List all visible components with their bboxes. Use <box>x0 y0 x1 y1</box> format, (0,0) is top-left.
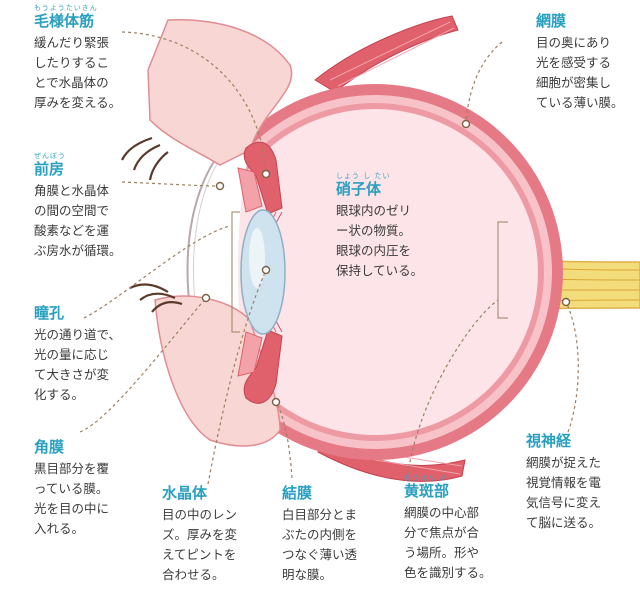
lower-eyelashes <box>129 283 183 313</box>
vitreous-body <box>212 109 538 435</box>
leader-dots <box>201 119 571 407</box>
label-cornea: 角膜 黒目部分を覆 っている膜。 光を目の中に 入れる。 <box>34 438 109 539</box>
desc-cornea: 黒目部分を覆 っている膜。 光を目の中に 入れる。 <box>34 461 110 536</box>
title-optic-nerve: 視神経 <box>526 432 572 450</box>
label-conjunctiva: 結膜 白目部分とま ぶたの内側を つなぐ薄い透 明な膜。 <box>282 484 357 585</box>
leader-conj <box>275 401 293 479</box>
upper-extraocular-muscle <box>314 15 459 93</box>
title-cornea: 角膜 <box>34 438 65 456</box>
ruby-macula: おうはん ぶ <box>404 474 448 482</box>
label-pupil: 瞳孔 光の通り道で、 光の量に応じ て大きさが変 化する。 <box>34 304 121 405</box>
desc-vitreous-body: 眼球内のゼリ ー状の物質。 眼球の内圧を 保持している。 <box>336 203 424 278</box>
title-ciliary-muscle: 毛様体筋 <box>34 12 95 30</box>
leader-anterior <box>121 181 219 187</box>
title-crystalline-lens: 水晶体 <box>162 484 208 502</box>
ruby-vitreous-body: しょう し たい <box>336 172 391 180</box>
desc-retina: 目の奥にあり 光を感受する 細胞が密集し ている薄い膜。 <box>536 35 624 110</box>
upper-eyelid <box>147 19 293 166</box>
lower-iris <box>237 331 263 377</box>
desc-pupil: 光の通り道で、 光の量に応じ て大きさが変 化する。 <box>34 327 122 402</box>
desc-ciliary-muscle: 緩んだり緊張 したりするこ とで水晶体の 厚みを変える。 <box>34 35 122 110</box>
label-anterior-chamber: ぜんぼう 前房 角膜と水晶体 の間の空間で 酸素などを運 ぶ房水が循環。 <box>34 152 122 261</box>
leader-ciliary <box>121 31 267 173</box>
macula-bracket <box>497 221 508 319</box>
title-retina: 網膜 <box>536 12 567 30</box>
leader-pupil <box>83 225 231 319</box>
ruby-ciliary-muscle: もうようたいきん <box>34 4 98 12</box>
desc-macula: 網膜の中心部 分で焦点が合 う場所。形や 色を識別する。 <box>404 505 492 580</box>
label-ciliary-muscle: もうようたいきん 毛様体筋 緩んだり緊張 したりするこ とで水晶体の 厚みを変え… <box>34 4 121 113</box>
label-macula: おうはん ぶ 黄斑部 網膜の中心部 分で焦点が合 う場所。形や 色を識別する。 <box>404 474 492 583</box>
leader-lens <box>207 269 267 485</box>
upper-iris <box>237 167 263 213</box>
leader-optic <box>565 301 579 433</box>
title-pupil: 瞳孔 <box>34 304 65 322</box>
pupil-bracket <box>231 211 240 333</box>
label-vitreous-body: しょう し たい 硝子体 眼球内のゼリ ー状の物質。 眼球の内圧を 保持している… <box>336 172 423 281</box>
desc-optic-nerve: 網膜が捉えた 視覚情報を電 気信号に変え て脳に送る。 <box>526 455 602 530</box>
label-crystalline-lens: 水晶体 目の中のレン ズ。厚みを変 えてピントを 合わせる。 <box>162 484 237 585</box>
title-anterior-chamber: 前房 <box>34 160 65 178</box>
title-macula: 黄斑部 <box>404 482 450 500</box>
desc-crystalline-lens: 目の中のレン ズ。厚みを変 えてピントを 合わせる。 <box>162 507 238 582</box>
desc-conjunctiva: 白目部分とま ぶたの内側を つなぐ薄い透 明な膜。 <box>282 507 358 582</box>
desc-anterior-chamber: 角膜と水晶体 の間の空間で 酸素などを運 ぶ房水が循環。 <box>34 183 122 258</box>
upper-eyelashes <box>121 136 169 181</box>
title-conjunctiva: 結膜 <box>282 484 313 502</box>
title-vitreous-body: 硝子体 <box>336 180 382 198</box>
leader-cornea <box>79 297 207 433</box>
leader-macula <box>407 299 499 475</box>
leader-lines <box>79 31 579 485</box>
label-optic-nerve: 視神経 網膜が捉えた 視覚情報を電 気信号に変え て脳に送る。 <box>526 432 601 533</box>
label-retina: 網膜 目の奥にあり 光を感受する 細胞が密集し ている薄い膜。 <box>536 12 624 113</box>
lower-ciliary-body <box>243 329 283 404</box>
upper-ciliary-body <box>243 141 283 215</box>
ruby-anterior-chamber: ぜんぼう <box>34 152 66 160</box>
leader-retina <box>465 41 503 125</box>
